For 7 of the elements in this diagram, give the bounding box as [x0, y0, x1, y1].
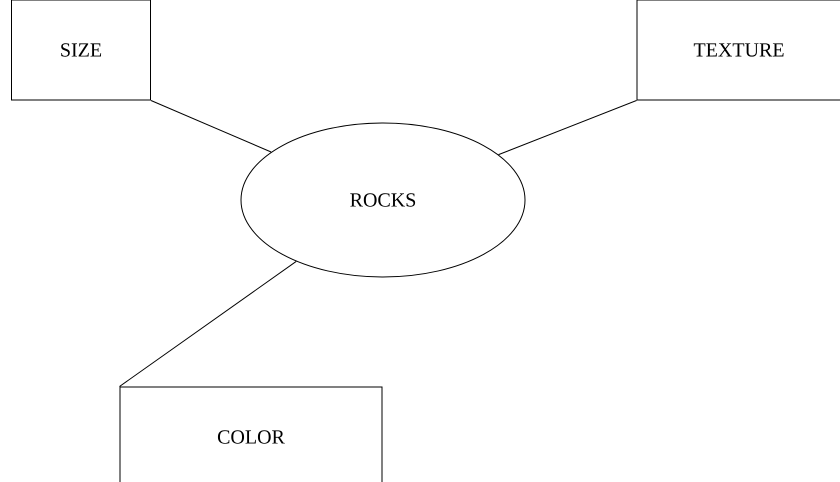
connector-line [150, 100, 272, 153]
label-box: TEXTURE [636, 0, 840, 100]
node-text: COLOR [218, 430, 285, 444]
label-box: SIZE [11, 0, 151, 100]
label-box [120, 386, 382, 482]
connector-line [119, 260, 297, 387]
connector-line [498, 100, 637, 156]
